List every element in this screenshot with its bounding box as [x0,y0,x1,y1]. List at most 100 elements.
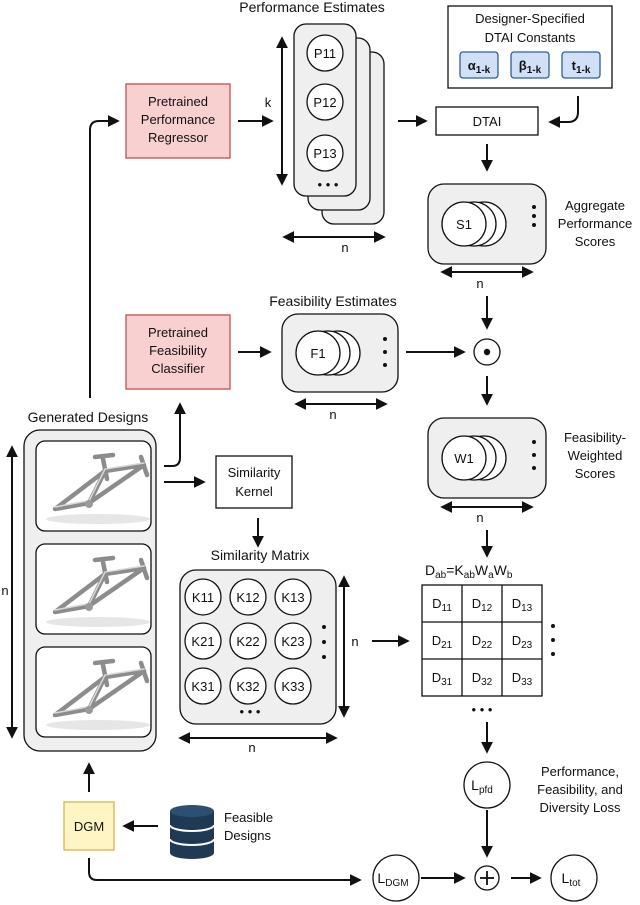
kernel-k13: K13 [274,578,312,616]
perf-k-label: k [265,95,272,110]
loss-label-line2: Feasibility, and [537,782,623,797]
aggregate-scores-panel: S1 [427,183,547,265]
kernel-k23: K23 [274,622,312,660]
svg-text:K31: K31 [191,679,214,694]
performance-estimates-title: Performance Estimates [239,0,385,15]
aggregate-label-line1: Aggregate [565,198,625,213]
matrix-n-label: n [248,740,255,755]
lpfd-node: Lpfd [463,761,511,809]
svg-text:K13: K13 [281,590,304,605]
d-cell-12: D12 [472,596,493,614]
d-ellipsis: • • • [472,702,493,717]
alpha-constant [459,51,499,79]
database-icon [169,805,215,859]
kernel-k21: K21 [184,622,222,660]
weighted-node-w1: W1 [454,451,474,466]
svg-text:Lpfd: Lpfd [471,777,493,796]
kernel-k12: K12 [229,578,267,616]
svg-text:Regressor: Regressor [148,130,209,145]
svg-text:DGM: DGM [74,819,104,834]
similarity-kernel-box: Similarity Kernel [215,455,293,509]
design-image-3 [35,646,151,738]
svg-text:K32: K32 [236,679,259,694]
distance-matrix [421,584,543,697]
perf-node-p12: P12 [306,83,344,121]
dgm-box: DGM [63,801,115,851]
designs-n-label: n [1,583,8,598]
weighted-n-label: n [476,510,483,525]
design-image-2 [35,543,151,635]
kernel-k31: K31 [184,667,222,705]
perf-node-p11: P11 [306,34,344,72]
d-cell-13: D13 [512,596,533,614]
perf-node-p13: P13 [306,134,344,172]
svg-text:Similarity: Similarity [228,465,281,480]
d-cell-21: D21 [432,633,453,651]
svg-text:K22: K22 [236,634,259,649]
svg-text:Classifier: Classifier [151,361,205,376]
d-vertical-ellipsis [551,624,555,656]
feasibility-n-label: n [329,407,336,422]
weighted-label-line2: Weighted [568,448,623,463]
matrix-vertical-ellipsis [322,625,326,659]
aggregate-node-s1: S1 [456,217,472,232]
feasible-designs-line2: Designs [224,828,271,843]
d-cell-11: D11 [432,596,452,614]
svg-text:t1-k: t1-k [572,58,591,76]
weighted-scores-panel: W1 [427,417,547,499]
design-image-1 [35,440,151,532]
aggregate-n-label: n [476,276,483,291]
performance-regressor-box: Pretrained Performance Regressor [125,83,231,159]
loss-label-line3: Diversity Loss [540,800,621,815]
perf-ellipsis: • • • [318,177,339,192]
svg-text:Pretrained: Pretrained [148,94,208,109]
aggregate-label-line3: Scores [575,234,616,249]
svg-text:Kernel: Kernel [235,484,273,499]
ltot-node: Ltot [550,854,598,902]
t-constant [561,51,601,79]
d-cell-32: D32 [472,670,493,688]
feasibility-estimates-title: Feasibility Estimates [269,293,397,309]
loss-label-line1: Performance, [541,764,619,779]
svg-text:β1-k: β1-k [519,58,542,76]
svg-text:P12: P12 [313,95,336,110]
feasibility-classifier-box: Pretrained Feasibility Classifier [125,314,231,390]
d-cell-31: D31 [432,670,453,688]
flow-arrows [83,96,579,886]
feasibility-node-f1: F1 [310,346,325,361]
svg-text:Performance: Performance [141,112,215,127]
svg-text:Ltot: Ltot [562,870,581,889]
constants-title-line1: Designer-Specified [475,11,585,26]
kernel-k33: K33 [274,667,312,705]
constants-title-line2: DTAI Constants [485,30,576,45]
svg-text:K23: K23 [281,634,304,649]
dtai-box: DTAI [435,106,539,136]
feasible-designs-line1: Feasible [224,810,273,825]
sum-operator [474,865,500,891]
product-operator [473,338,501,366]
svg-text:K33: K33 [281,679,304,694]
aggregate-label-line2: Performance [558,216,632,231]
d-cell-33: D33 [512,670,533,688]
generated-designs-title: Generated Designs [28,409,149,425]
beta-constant [510,51,550,79]
d-cell-22: D22 [472,633,493,651]
weighted-label-line3: Scores [575,466,616,481]
weighted-label-line1: Feasibility- [564,430,626,445]
svg-text:Feasibility: Feasibility [149,343,207,358]
matrix-k-label: n [351,634,358,649]
kernel-k11: K11 [184,578,222,616]
similarity-matrix-title: Similarity Matrix [211,547,310,563]
svg-text:α1-k: α1-k [468,58,491,76]
d-cell-23: D23 [512,633,533,651]
svg-text:P11: P11 [314,46,336,61]
d-formula: Dab=KabWaWb [425,562,513,581]
svg-text:K21: K21 [191,634,214,649]
ldgm-node: LDGM [372,854,420,902]
matrix-ellipsis: • • • [240,704,261,719]
svg-text:P13: P13 [313,146,336,161]
dtai-constants-box: Designer-Specified DTAI Constants α1-k β… [447,5,613,89]
perf-n-label: n [341,240,348,255]
svg-text:DTAI: DTAI [473,114,502,129]
